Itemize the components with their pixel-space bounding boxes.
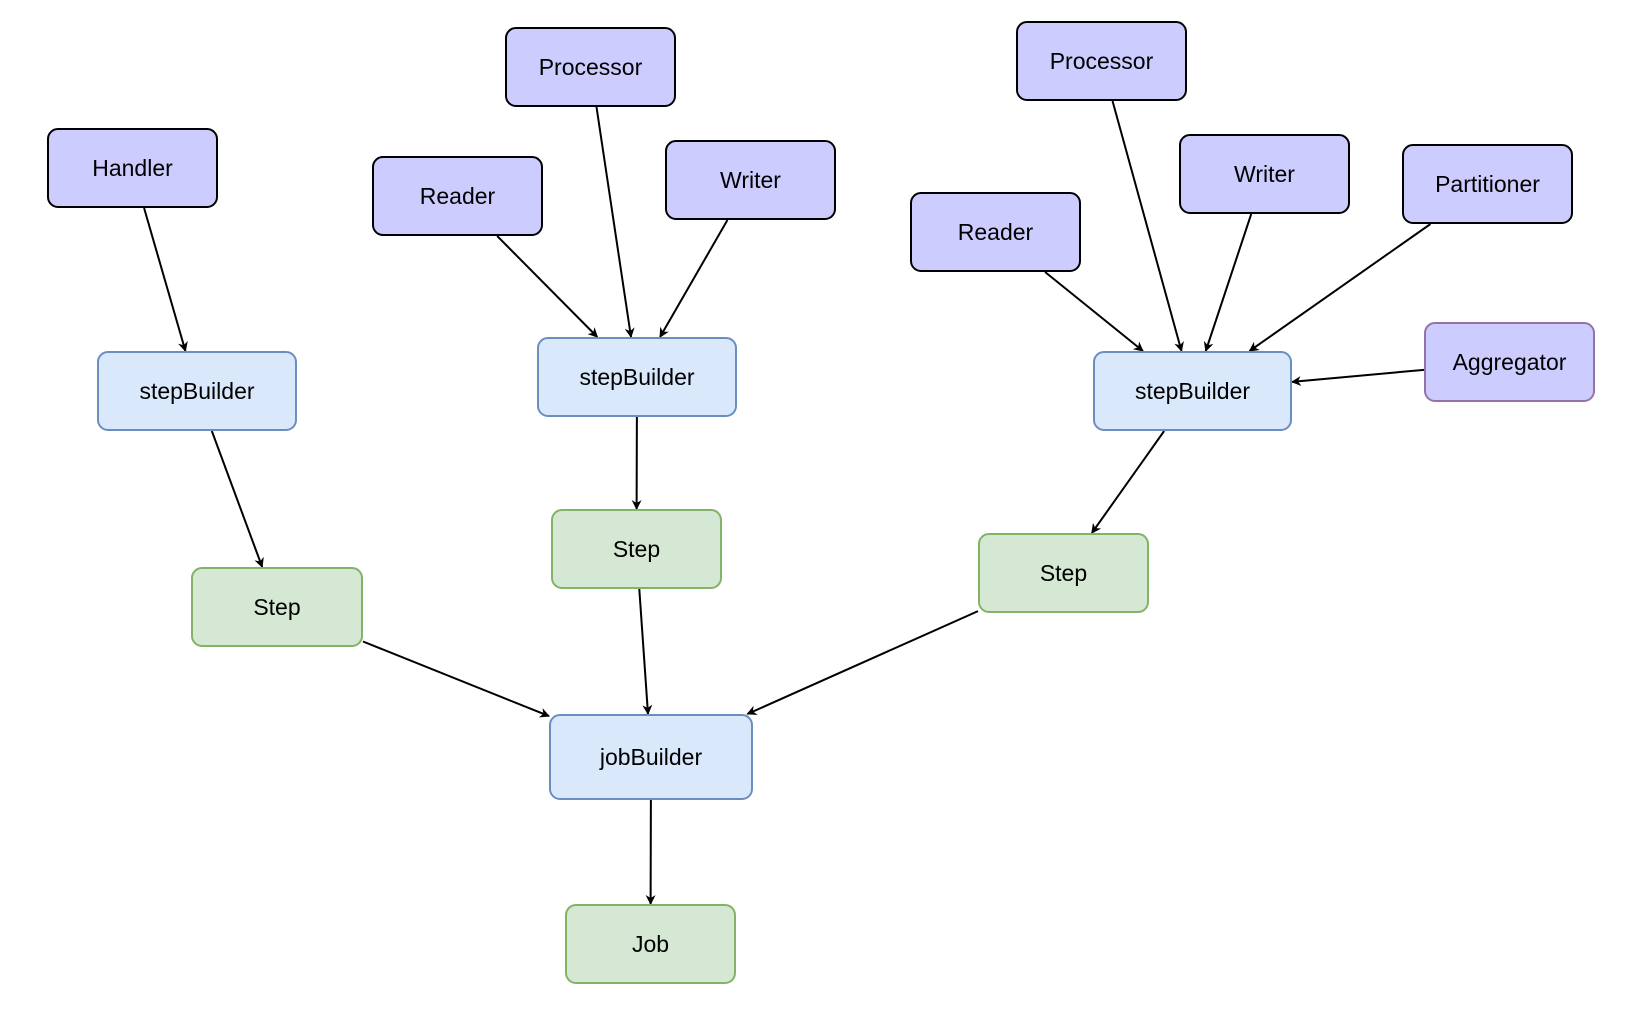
arrow-writer-2-to-stepbuilder-2 [659,219,729,338]
arrow-writer-3-to-stepbuilder-3 [1203,213,1253,352]
arrow-processor-2-to-stepbuilder-2 [595,106,635,338]
processor-label: Processor [1049,47,1154,74]
aggregator-node[interactable]: Aggregator [1424,322,1595,402]
reader-node[interactable]: Reader [910,192,1081,272]
arrow-handler-to-stepbuilder-1 [143,207,188,352]
step-label: Step [612,535,661,562]
handler-node[interactable]: Handler [47,128,218,208]
writer-label: Writer [1234,160,1295,187]
reader-label: Reader [419,182,496,209]
step-node[interactable]: Step [978,533,1149,613]
arrow-partitioner-to-stepbuilder-3 [1248,223,1432,352]
reader-label: Reader [957,218,1034,245]
arrow-stepbuilder-3-to-step-3 [1091,430,1165,534]
arrow-step-2-to-jobbuilder [638,588,653,715]
step-builder-label: stepBuilder [1134,377,1251,404]
step-builder-label: stepBuilder [579,363,695,390]
arrow-stepbuilder-1-to-step-1 [210,430,264,568]
writer-node[interactable]: Writer [1179,134,1350,214]
step-node[interactable]: Step [551,509,722,589]
step-builder-node[interactable]: stepBuilder [537,337,737,417]
partitioner-node[interactable]: Partitioner [1402,144,1573,224]
processor-label: Processor [538,53,643,80]
writer-node[interactable]: Writer [665,140,836,220]
reader-node[interactable]: Reader [372,156,543,236]
processor-node[interactable]: Processor [1016,21,1187,101]
step-builder-node[interactable]: stepBuilder [1093,351,1292,431]
partitioner-label: Partitioner [1435,170,1540,197]
step-builder-node[interactable]: stepBuilder [97,351,297,431]
step-label: Step [253,593,301,620]
job-builder-label: jobBuilder [599,743,703,770]
arrow-reader-3-to-stepbuilder-3 [1044,271,1144,352]
job-label: Job [631,930,670,957]
step-builder-label: stepBuilder [139,377,255,404]
writer-label: Writer [720,166,781,193]
step-label: Step [1039,559,1088,586]
job-builder-node[interactable]: jobBuilder [549,714,753,800]
arrow-aggregator-to-stepbuilder-3 [1291,368,1425,387]
arrow-step-3-to-jobbuilder [746,610,979,715]
arrow-processor-3-to-stepbuilder-3 [1111,100,1184,352]
handler-label: Handler [92,154,173,181]
aggregator-label: Aggregator [1452,348,1567,375]
arrow-reader-2-to-stepbuilder-2 [496,235,599,338]
job-node[interactable]: Job [565,904,736,984]
step-node[interactable]: Step [191,567,363,647]
arrow-step-1-to-jobbuilder [362,640,550,718]
processor-node[interactable]: Processor [505,27,676,107]
